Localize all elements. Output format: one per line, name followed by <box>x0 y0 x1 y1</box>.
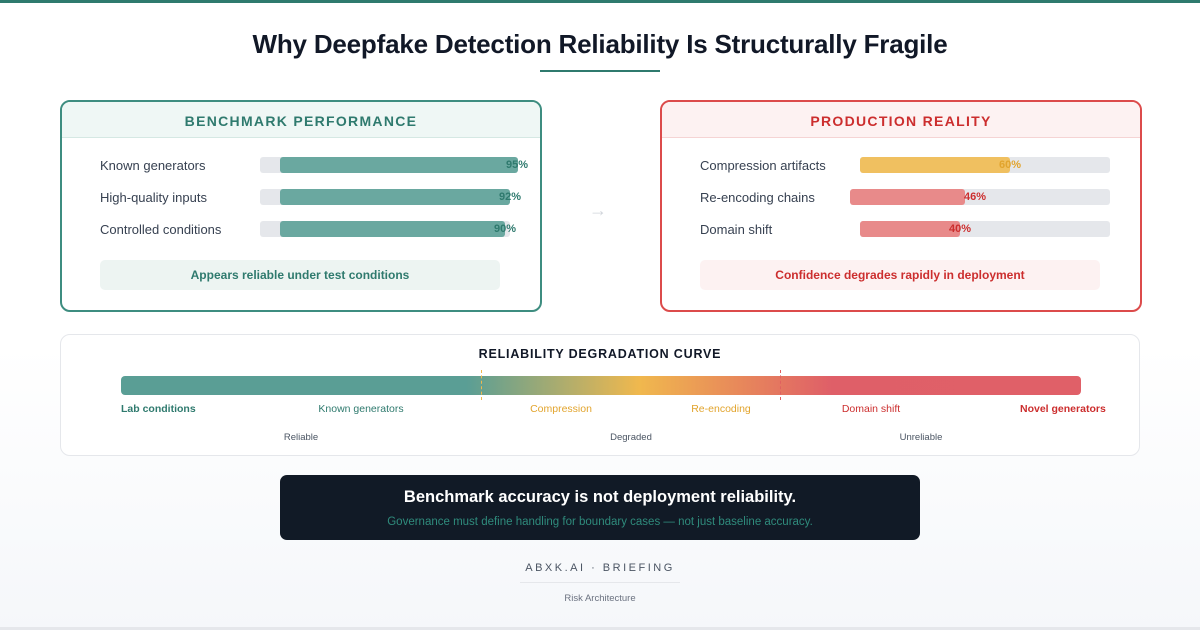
stage-domain-shift: Domain shift <box>841 403 901 415</box>
metric-value-domain-shift: 40% <box>949 223 972 235</box>
stage-novel-generators: Novel generators <box>1020 403 1106 415</box>
stage-re-encoding: Re-encoding <box>691 403 751 415</box>
footer-divider <box>520 582 680 583</box>
benchmark-performance-panel: BENCHMARK PERFORMANCE Known generators 9… <box>60 100 542 312</box>
metric-bar-high-quality-inputs <box>280 189 510 205</box>
metric-label-compression-artifacts: Compression artifacts <box>700 158 826 173</box>
top-accent-strip <box>0 0 1200 3</box>
metric-bar-domain-shift <box>860 221 960 237</box>
phase-degraded: Degraded <box>610 432 652 443</box>
banner-headline: Benchmark accuracy is not deployment rel… <box>403 488 797 506</box>
key-takeaway-banner: Benchmark accuracy is not deployment rel… <box>280 475 920 540</box>
reliability-degradation-curve: RELIABILITY DEGRADATION CURVE Lab condit… <box>60 334 1140 456</box>
title-underline <box>540 70 660 72</box>
phase-unreliable: Unreliable <box>899 432 943 443</box>
metric-bar-known-generators <box>280 157 518 173</box>
metric-label-re-encoding-chains: Re-encoding chains <box>700 190 815 205</box>
metric-value-re-encoding-chains: 46% <box>964 191 987 203</box>
production-panel-heading: PRODUCTION REALITY <box>662 102 1140 138</box>
curve-title: RELIABILITY DEGRADATION CURVE <box>478 347 722 361</box>
metric-track-known-generators <box>260 157 518 173</box>
metric-track-compression-artifacts <box>860 157 1110 173</box>
metric-label-high-quality-inputs: High-quality inputs <box>100 190 207 205</box>
metric-label-known-generators: Known generators <box>100 158 206 173</box>
production-reality-panel: PRODUCTION REALITY Compression artifacts… <box>660 100 1142 312</box>
metric-label-domain-shift: Domain shift <box>700 222 773 237</box>
banner-subtext: Governance must define handling for boun… <box>387 516 813 528</box>
threshold-marker-degraded <box>481 370 482 400</box>
stage-lab-conditions: Lab conditions <box>121 403 196 415</box>
metric-bar-controlled-conditions <box>280 221 505 237</box>
page-title: Why Deepfake Detection Reliability Is St… <box>252 29 948 59</box>
footer-brand: ABXK.AI · BRIEFING <box>525 562 675 574</box>
metric-value-controlled-conditions: 90% <box>494 223 517 235</box>
stage-known-generators: Known generators <box>318 403 404 415</box>
benchmark-panel-heading: BENCHMARK PERFORMANCE <box>62 102 540 138</box>
metric-bar-compression-artifacts <box>860 157 1010 173</box>
metric-track-high-quality-inputs <box>260 189 510 205</box>
phase-reliable: Reliable <box>283 432 319 443</box>
metric-track-domain-shift <box>860 221 1110 237</box>
metric-value-compression-artifacts: 60% <box>999 159 1022 171</box>
arrow-right-icon: → <box>589 200 607 220</box>
metric-value-high-quality-inputs: 92% <box>499 191 522 203</box>
benchmark-callout: Appears reliable under test conditions <box>100 260 500 290</box>
metric-track-re-encoding-chains <box>850 189 1110 205</box>
metric-label-controlled-conditions: Controlled conditions <box>100 222 222 237</box>
stage-compression: Compression <box>530 403 592 415</box>
metric-track-controlled-conditions <box>260 221 510 237</box>
bottom-strip <box>0 627 1200 630</box>
footer-subtitle: Risk Architecture <box>564 593 636 604</box>
metric-value-known-generators: 95% <box>506 159 529 171</box>
degradation-gradient-bar <box>121 376 1081 395</box>
threshold-marker-unreliable <box>780 370 781 400</box>
metric-bar-re-encoding-chains <box>850 189 965 205</box>
production-callout: Confidence degrades rapidly in deploymen… <box>700 260 1100 290</box>
